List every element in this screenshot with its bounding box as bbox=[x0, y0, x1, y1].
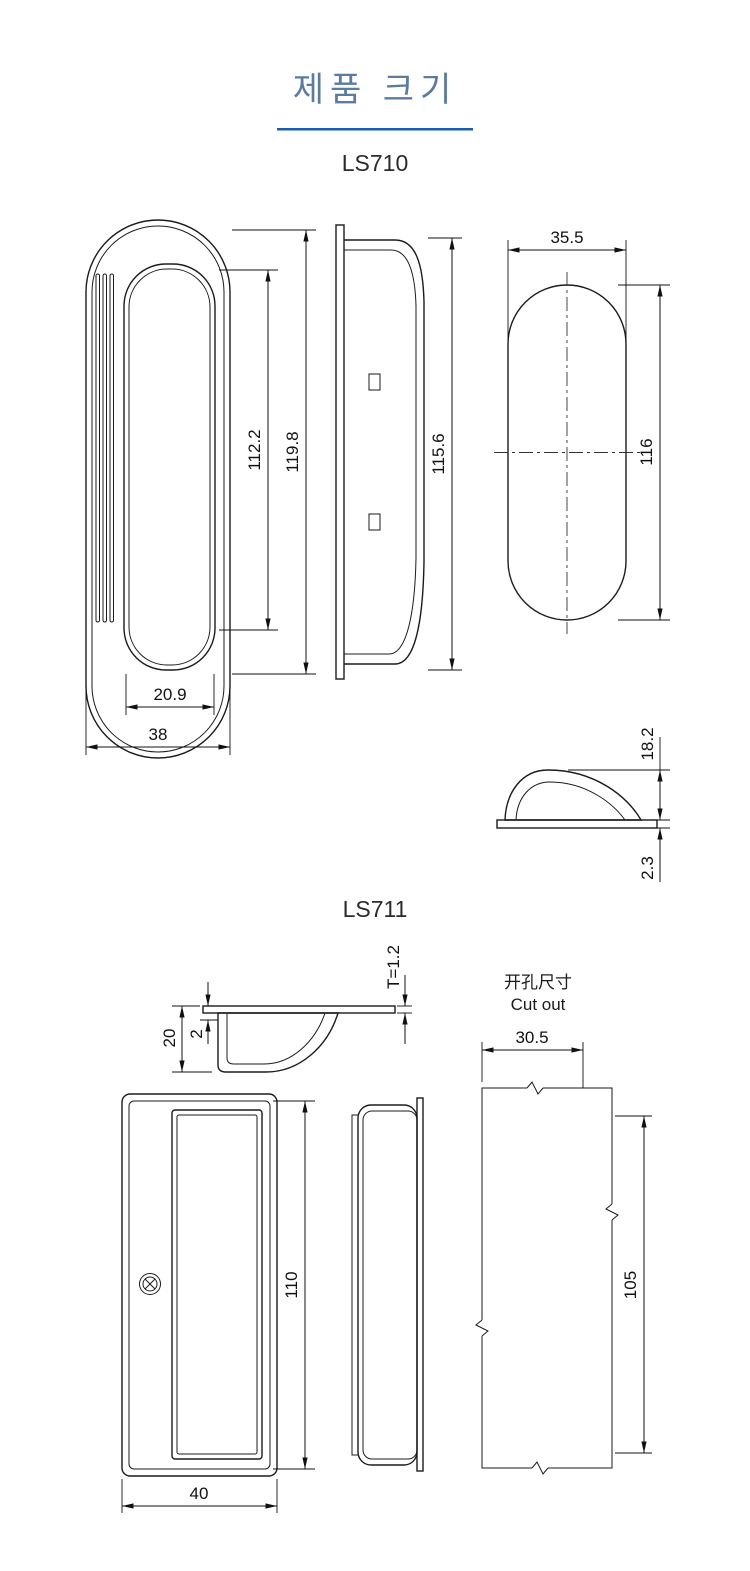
model-name-ls710: LS710 bbox=[341, 150, 409, 176]
grip-slot bbox=[95, 273, 100, 623]
break-mark-bottom bbox=[531, 1461, 549, 1475]
dim-label-flange-thickness: 2.3 bbox=[638, 856, 657, 880]
break-mark-left bbox=[475, 1319, 489, 1337]
model-name-ls711: LS711 bbox=[342, 896, 408, 922]
dim-ls710-top-height: 116 bbox=[618, 284, 670, 621]
dim-ls710-recess-width: 20.9 bbox=[125, 674, 215, 715]
dim-ls710-end-heights: 18.2 2.3 bbox=[568, 727, 670, 882]
dim-ls710-side-height: 115.6 bbox=[428, 237, 462, 671]
cutout-label-cn: 开孔尺寸 bbox=[504, 973, 572, 992]
dim-label-side-height: 115.6 bbox=[429, 433, 448, 474]
dim-label-front-height: 110 bbox=[282, 1271, 301, 1298]
dim-label-overall-width: 38 bbox=[149, 725, 168, 744]
ls710-front-view bbox=[85, 219, 231, 759]
dim-ls711-edge: 2 bbox=[187, 982, 218, 1044]
accent-rule bbox=[277, 128, 473, 131]
ls711-cutout-view bbox=[475, 1081, 619, 1475]
dim-label-dome-height: 18.2 bbox=[638, 727, 657, 760]
dim-ls711-depth: 20 bbox=[160, 1005, 212, 1073]
handle-recess bbox=[171, 1109, 263, 1460]
cutout-label: 开孔尺寸 Cut out bbox=[504, 973, 572, 1014]
dim-ls710-overall-width: 38 bbox=[85, 686, 231, 755]
mount-clip bbox=[368, 373, 381, 391]
break-mark-top bbox=[526, 1081, 544, 1095]
ls711-drawing: T=1.2 20 2 bbox=[121, 945, 652, 1513]
ls710-drawing: 112.2 119.8 20.9 38 bbox=[85, 219, 670, 882]
ls711-edge-view bbox=[351, 1097, 424, 1472]
dim-label-depth: 20 bbox=[160, 1029, 179, 1048]
ls710-side-view bbox=[335, 224, 425, 680]
grip-slot bbox=[109, 273, 114, 623]
brand-emblem bbox=[139, 1273, 161, 1295]
page-title: 제품 크기 bbox=[292, 71, 458, 109]
grip-slot bbox=[102, 273, 107, 623]
dim-label-cutout-width: 30.5 bbox=[515, 1028, 548, 1047]
dim-ls711-front-height: 110 bbox=[273, 1100, 315, 1470]
dim-label-recess-width: 20.9 bbox=[153, 685, 186, 704]
dim-label-top-width: 35.5 bbox=[550, 228, 583, 247]
dim-ls711-cutout-height: 105 bbox=[615, 1115, 652, 1454]
cutout-label-en: Cut out bbox=[511, 995, 566, 1014]
dim-label-cutout-height: 105 bbox=[621, 1271, 640, 1299]
mount-clip bbox=[368, 513, 381, 531]
title-underline-bar bbox=[277, 128, 473, 131]
title-underline bbox=[0, 118, 750, 136]
dim-ls711-cutout-width: 30.5 bbox=[481, 1028, 584, 1088]
ls711-front-view bbox=[121, 1093, 278, 1477]
dim-label-front-width: 40 bbox=[190, 1484, 209, 1503]
dim-label-recess-height: 112.2 bbox=[245, 429, 264, 470]
ls710-end-view bbox=[496, 769, 658, 829]
dim-ls710-overall-height: 119.8 bbox=[232, 229, 316, 675]
dim-label-edge: 2 bbox=[187, 1029, 206, 1038]
break-mark-right bbox=[605, 1203, 619, 1221]
dim-label-top-height: 116 bbox=[637, 438, 656, 465]
dim-ls711-plate-thickness: T=1.2 bbox=[384, 945, 412, 1044]
dim-ls710-recess-height: 112.2 bbox=[219, 269, 278, 631]
ls711-side-view bbox=[202, 1005, 396, 1073]
handle-recess bbox=[123, 263, 216, 671]
ls710-top-view bbox=[494, 272, 640, 634]
dim-label-overall-height: 119.8 bbox=[283, 431, 302, 472]
dim-ls710-top-width: 35.5 bbox=[507, 228, 627, 340]
dim-label-plate-thickness: T=1.2 bbox=[384, 945, 403, 989]
dim-ls711-front-width: 40 bbox=[121, 1479, 278, 1513]
